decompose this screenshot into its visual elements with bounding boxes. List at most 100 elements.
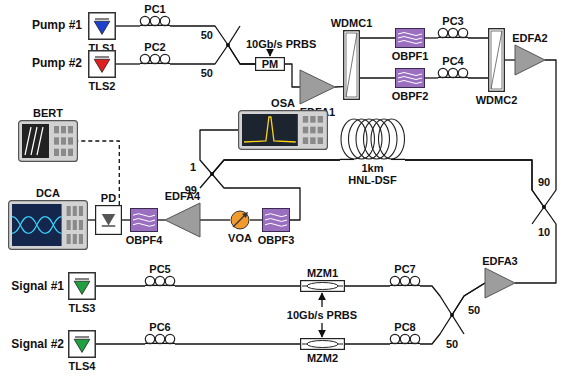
fiber-link [420,283,485,315]
label-group: PC5 [149,263,170,275]
component-label: PC6 [149,321,170,333]
drawing-circle [150,54,159,63]
drawing-circle [155,334,164,343]
drawing-circle [160,54,169,63]
bandpass-filter-symbol [262,208,290,232]
drawing-rect [54,149,59,156]
polarization-controller-symbol [390,334,420,344]
port-label: 90 [538,176,550,188]
drawing-path [133,223,155,226]
label-group: EDFA2 [512,32,547,44]
drawing-circle [438,68,447,77]
drawing-circle [458,28,467,37]
drawing-circle [145,276,154,285]
drawing-line [340,159,354,160]
drawing-polyline [244,117,296,142]
drawing-rect [256,58,285,71]
polarization-controller-symbol [145,334,175,344]
label-group: BERT [33,107,63,119]
polarization-controller-symbol [438,28,468,38]
label-group: 1kmHNL-DSF [348,162,396,186]
laser-source-symbol [68,272,96,300]
amplifier: EDFA1 [300,70,335,104]
component-label: VOA [228,232,252,244]
component-label: PC1 [144,3,165,15]
fiber-link [468,77,488,78]
drawing-rect [89,51,116,78]
label-group: TLS2 [89,80,116,92]
drawing-polygon [102,214,116,225]
label-group: PC3 [442,15,463,27]
port-label: 50 [468,304,480,316]
amplifier-symbol [165,203,200,237]
fiber-link [200,219,230,220]
label-group: OBPF3 [258,234,295,246]
drawing-ellipse [307,283,338,290]
drawing-circle [410,276,419,285]
drawing-rect [73,220,77,230]
port-label: Pump #1 [32,19,82,31]
polarization-controller: PC7 [390,276,420,286]
fiber-link [345,285,390,286]
component-label: MZM1 [307,267,338,279]
drawing-rect [79,234,83,244]
modulator-symbol [300,280,345,292]
polarization-controller-symbol [140,16,170,26]
amplifier: EDFA3 [485,268,515,298]
label-group: VOA [228,232,252,244]
drawing-rect [54,137,59,144]
drawing-path [29,217,46,234]
fiber-link [345,343,390,344]
component-label: PD [101,192,116,204]
polarization-controller-symbol [145,276,175,286]
drawing-rect [61,137,66,144]
label-group: WDMC1 [331,17,373,29]
fiber-link [505,59,515,60]
port-label: 50 [201,29,213,41]
label-group: PD [101,192,116,204]
drawing-line [37,127,43,155]
phase-modulator: PM [255,57,285,71]
drawing-circle [160,16,169,25]
fiber-link [175,343,300,344]
drawing-circle [410,334,419,343]
label-group: TLS4 [69,360,96,372]
component-label: PC2 [144,41,165,53]
drawing-rect [318,137,323,144]
drawing-circle [165,334,174,343]
drawing-line [95,18,109,19]
fiber-link [250,219,262,220]
bandpass-filter-symbol [395,68,425,88]
amplifier-symbol [485,268,515,298]
drawing-line [391,159,405,160]
polarization-controller: PC5 [145,276,175,286]
drawing-circle [390,276,399,285]
amplifier: EDFA2 [515,45,545,75]
coupler-arm [200,174,212,188]
drawing-rect [68,149,73,156]
drawing-line [338,286,343,287]
drawing-line [75,336,89,337]
label-group: PC8 [394,321,415,333]
drawing-path [398,37,422,40]
drawing-rect [491,31,502,89]
spectrum-analyzer: OSA [238,110,328,150]
fiber-link [170,26,255,64]
drawing-circle [145,334,154,343]
component-label: WDMC1 [331,17,373,29]
component-label: TLS3 [69,302,96,314]
drawing-polygon [74,281,90,294]
error-tester: BERT [18,120,78,162]
drawing-rect [346,33,357,97]
label-group: PM [255,57,285,71]
laser-source-symbol [88,12,116,40]
drawing-path [265,214,287,217]
drawing-rect [489,29,505,92]
drawing-circle [400,334,409,343]
fiber-link [116,63,140,64]
label-group: OBPF2 [392,90,429,102]
drawing-circle [458,68,467,77]
fiber-link [420,283,485,344]
drawing-rect [396,69,425,88]
component-label: HNL-DSF [348,174,396,186]
